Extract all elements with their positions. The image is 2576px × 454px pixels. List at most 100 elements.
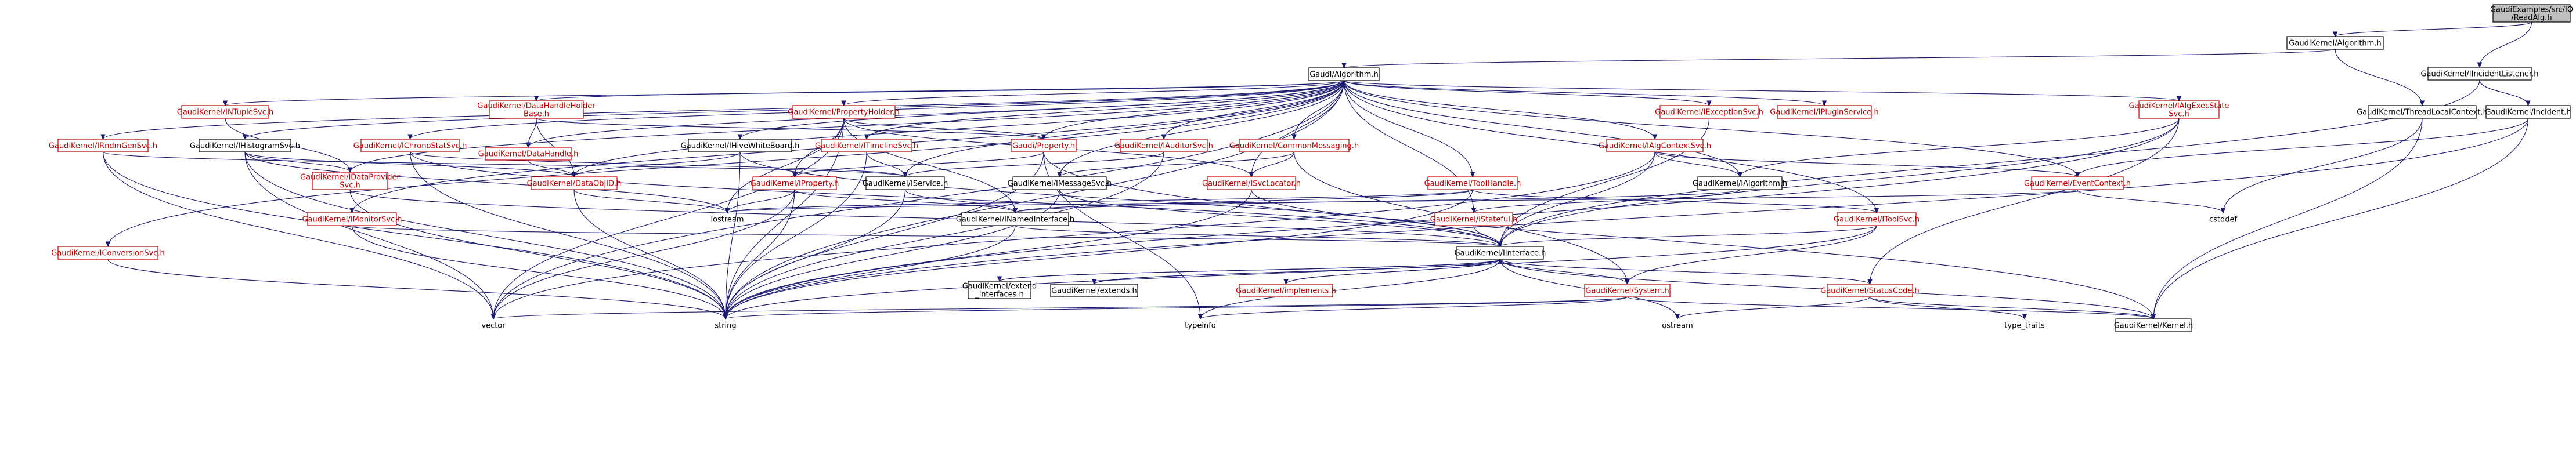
node-cstddef[interactable]: cstddef (2206, 213, 2241, 226)
node-dataobjid[interactable]: GaudiKernel/DataObjID.h (527, 176, 622, 190)
node-irndmgensvc[interactable]: GaudiKernel/IRndmGenSvc.h (49, 139, 157, 152)
node-label: /ReadAlg.h (2511, 14, 2552, 23)
node-iconversionsvc[interactable]: GaudiKernel/IConversionSvc.h (51, 246, 165, 260)
node-inamedinterface[interactable]: GaudiKernel/INamedInterface.h (956, 212, 1074, 226)
edge-arrowhead (997, 276, 1002, 282)
edge-gaudialgorithm-to-ipluginservice (1343, 80, 1827, 107)
node-box (1207, 176, 1296, 190)
node-system[interactable]: GaudiKernel/System.h (1584, 284, 1671, 297)
edge-line (1285, 259, 1501, 285)
node-label: GaudiKernel/Kernel.h (2114, 322, 2193, 330)
node-label: GaudiKernel/IHistogramSvc.h (190, 142, 300, 151)
node-label: GaudiKernel/CommonMessaging.h (1229, 142, 1359, 151)
node-label: GaudiKernel/IHiveWhiteBoard.h (681, 142, 800, 151)
node-root[interactable]: GaudiExamples/src/IO/ReadAlg.h (2490, 4, 2573, 23)
node-extends[interactable]: GaudiKernel/extends.h (1050, 284, 1138, 297)
edge-line (1654, 151, 1741, 177)
node-galgorithm[interactable]: GaudiKernel/Algorithm.h (2286, 36, 2384, 50)
node-iauditorsvc[interactable]: GaudiKernel/IAuditorSvc.h (1114, 139, 1213, 152)
node-typetraits[interactable]: type_traits (2001, 319, 2048, 332)
edge-line (1059, 151, 1295, 177)
node-eventcontext[interactable]: GaudiKernel/EventContext.h (2024, 176, 2131, 190)
edge-arrowhead (242, 134, 248, 140)
node-ialgcontextsvc[interactable]: GaudiKernel/IAlgContextSvc.h (1599, 139, 1711, 152)
node-imessagesvc[interactable]: GaudiKernel/IMessageSvc.h (1008, 176, 1112, 190)
edge-arrowhead (2074, 172, 2080, 178)
node-intuplesvc[interactable]: GaudiKernel/INTupleSvc.h (177, 105, 273, 119)
edge-line (1015, 189, 1473, 213)
node-commonmessaging[interactable]: GaudiKernel/CommonMessaging.h (1229, 139, 1359, 152)
node-threadlocalcontext[interactable]: GaudiKernel/ThreadLocalContext.h (2357, 105, 2488, 119)
node-isvclocator[interactable]: GaudiKernel/ISvcLocator.h (1202, 176, 1301, 190)
node-label: GaudiKernel/IMonitorSvc.h (302, 216, 402, 224)
node-box (312, 172, 388, 190)
edge-line (1343, 80, 1655, 140)
node-label: GaudiKernel/extend (962, 282, 1037, 291)
node-iostream[interactable]: iostream (710, 213, 745, 226)
edge-line (573, 151, 741, 177)
edge-iinterface-to-statuscode (1499, 259, 1873, 285)
node-datahandle[interactable]: GaudiKernel/DataHandle.h (478, 147, 579, 161)
node-extendinterfaces[interactable]: GaudiKernel/extend_interfaces.h (962, 281, 1037, 299)
edge-toolhandle-to-iostream (724, 189, 1473, 214)
node-kernel[interactable]: GaudiKernel/Kernel.h (2114, 318, 2193, 332)
edge-gaudialgorithm-to-propertyholder (841, 80, 1345, 107)
node-property[interactable]: Gaudi/Property.h (1011, 139, 1077, 152)
node-box (1011, 139, 1077, 152)
node-ialgorithm[interactable]: GaudiKernel/IAlgorithm.h (1693, 176, 1787, 190)
edge-arrowhead (2176, 96, 2182, 102)
node-incident[interactable]: GaudiKernel/Incident.h (2485, 105, 2571, 119)
node-ihistogramsvc[interactable]: GaudiKernel/IHistogramSvc.h (190, 139, 300, 152)
node-box (1837, 212, 1917, 226)
node-iinterface[interactable]: GaudiKernel/IInterface.h (1455, 246, 1546, 260)
edge-arrowhead (841, 100, 846, 107)
edge-inamedinterface-to-iinterface (1015, 225, 1503, 248)
node-typeinfo[interactable]: typeinfo (1183, 319, 1218, 332)
node-imonitorsvc[interactable]: GaudiKernel/IMonitorSvc.h (302, 212, 402, 226)
node-label: GaudiKernel/System.h (1585, 287, 1669, 296)
edge-threadlocalcontext-to-cstddef (2220, 118, 2423, 214)
node-label: iostream (710, 216, 744, 224)
node-vector[interactable]: vector (476, 319, 511, 332)
node-label: GaudiKernel/ISvcLocator.h (1202, 180, 1301, 188)
node-box (688, 139, 792, 152)
node-label: GaudiKernel/DataObjID.h (527, 180, 622, 188)
node-gaudialgorithm[interactable]: Gaudi/Algorithm.h (1308, 67, 1380, 81)
node-istateful[interactable]: GaudiKernel/IStateful.h (1430, 212, 1517, 226)
node-iincidentlistener[interactable]: GaudiKernel/IIncidentListener.h (2420, 67, 2539, 81)
node-box (2485, 105, 2571, 119)
node-iproperty[interactable]: GaudiKernel/IProperty.h (751, 176, 839, 190)
node-label: GaudiKernel/IRndmGenSvc.h (49, 142, 157, 151)
node-itimelinesvc[interactable]: GaudiKernel/ITimelineSvc.h (815, 139, 918, 152)
node-ostream[interactable]: ostream (1660, 319, 1695, 332)
node-iexceptionsvc[interactable]: GaudiKernel/IExceptionSvc.h (1655, 105, 1763, 119)
edge-arrowhead (2022, 314, 2027, 320)
node-ipluginservice[interactable]: GaudiKernel/IPluginService.h (1770, 105, 1879, 119)
node-label: GaudiKernel/INTupleSvc.h (177, 108, 273, 117)
node-string[interactable]: string (708, 319, 743, 332)
node-itoolsvc[interactable]: GaudiKernel/IToolSvc.h (1834, 212, 1920, 226)
node-ihivewhiteboard[interactable]: GaudiKernel/IHiveWhiteBoard.h (681, 139, 800, 152)
node-label: Svc.h (2169, 110, 2189, 119)
edge-arrowhead (792, 172, 798, 178)
node-toolhandle[interactable]: GaudiKernel/ToolHandle.h (1424, 176, 1521, 190)
edge-line (1473, 189, 1741, 213)
node-iservice[interactable]: GaudiKernel/IService.h (863, 176, 948, 190)
node-box (1827, 284, 1913, 297)
node-propertyholder[interactable]: GaudiKernel/PropertyHolder.h (788, 105, 900, 119)
node-statuscode[interactable]: GaudiKernel/StatusCode.h (1820, 284, 1920, 297)
edge-line (2153, 118, 2423, 319)
edge-line (102, 80, 1345, 140)
node-ichronostatsvc[interactable]: GaudiKernel/IChronoStatSvc.h (353, 139, 467, 152)
edge-irndmgensvc-to-string (102, 151, 728, 320)
edge-arrowhead (1249, 172, 1254, 178)
node-implements[interactable]: GaudiKernel/implements.h (1236, 284, 1336, 297)
edge-implements-to-iinterface (1285, 258, 1503, 285)
edge-line (725, 189, 795, 319)
node-label: cstddef (2209, 216, 2238, 224)
edge-ihivewhiteboard-to-dataobjid (571, 151, 741, 178)
edge-line (1499, 259, 1871, 285)
